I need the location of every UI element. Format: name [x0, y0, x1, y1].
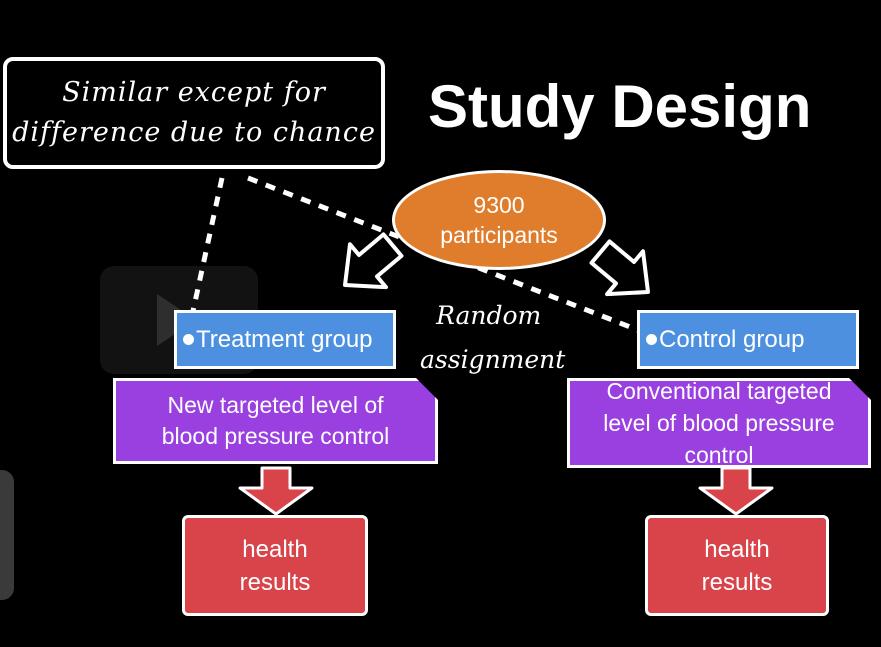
assignment-arrow-right: [589, 239, 650, 297]
treatment-group-label: Treatment group: [196, 325, 373, 353]
treatment-note: New targeted level of blood pressure con…: [113, 378, 438, 464]
treatment-note-line-1: New targeted level of: [167, 392, 384, 418]
control-note-line-1: Conventional targeted: [606, 378, 832, 404]
callout-line-2: difference due to chance: [12, 117, 376, 148]
random-assignment-label: Random assignment: [412, 294, 565, 382]
treatment-note-line-2: blood pressure control: [161, 423, 390, 449]
control-note: Conventional targeted level of blood pre…: [567, 378, 871, 468]
control-results-box: health results: [645, 515, 829, 616]
control-result-line-1: health: [704, 535, 770, 563]
dashed-connector-treatment: [187, 177, 225, 326]
participants-count: 9300: [473, 192, 525, 218]
control-group-box: Control group: [637, 310, 859, 369]
control-group-label: Control group: [659, 325, 805, 353]
down-arrow-right: [698, 466, 774, 516]
callout-line-1: Similar except for: [62, 77, 326, 108]
control-note-line-2: level of blood pressure: [603, 410, 835, 436]
random-line-1: Random: [436, 301, 542, 330]
control-note-line-3: control: [684, 442, 754, 468]
treatment-result-line-1: health: [242, 535, 308, 563]
presenter-silhouette: [0, 470, 14, 600]
slide-title: Study Design: [428, 73, 812, 140]
participants-label: participants: [440, 222, 558, 248]
similarity-callout: Similar except for difference due to cha…: [3, 57, 385, 169]
random-line-2: assignment: [420, 345, 566, 374]
bullet-icon: [646, 334, 657, 345]
down-arrow-left: [238, 466, 314, 516]
bullet-icon: [183, 334, 194, 345]
treatment-result-line-2: results: [239, 568, 311, 596]
control-result-line-2: results: [701, 568, 773, 596]
treatment-group-box: Treatment group: [174, 310, 396, 369]
participants-oval: 9300 participants: [392, 170, 606, 270]
assignment-arrow-left: [343, 232, 404, 290]
treatment-results-box: health results: [182, 515, 368, 616]
